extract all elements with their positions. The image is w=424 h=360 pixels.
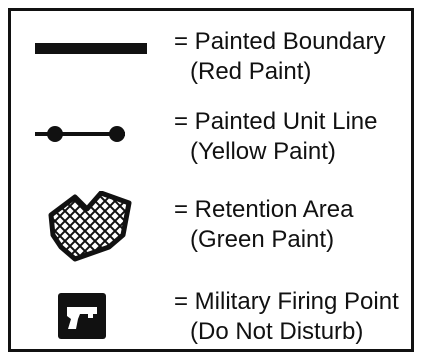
legend-label-line2: (Do Not Disturb) bbox=[190, 318, 364, 345]
legend-label: = Retention Area (Green Paint) bbox=[174, 195, 353, 255]
legend-label-line1: = Retention Area bbox=[174, 196, 354, 223]
legend-label-line2: (Yellow Paint) bbox=[190, 138, 336, 165]
legend-label-line1: = Painted Unit Line bbox=[174, 108, 378, 135]
legend-item-retention-area: = Retention Area (Green Paint) bbox=[11, 191, 411, 271]
thick-solid-line-icon bbox=[35, 43, 147, 54]
legend-label-line2: (Red Paint) bbox=[190, 58, 312, 85]
legend-label: = Painted Unit Line (Yellow Paint) bbox=[174, 107, 377, 167]
crosshatched-polygon-icon bbox=[48, 191, 132, 262]
legend-item-painted-unit-line: = Painted Unit Line (Yellow Paint) bbox=[11, 107, 411, 179]
legend-item-painted-boundary: = Painted Boundary (Red Paint) bbox=[11, 27, 411, 99]
legend-label-line1: = Painted Boundary bbox=[174, 28, 386, 55]
legend-label-line2: (Green Paint) bbox=[190, 226, 335, 253]
legend-label: = Painted Boundary (Red Paint) bbox=[174, 27, 386, 87]
legend-item-military-firing-point: = Military Firing Point (Do Not Disturb) bbox=[11, 281, 411, 351]
map-legend: = Painted Boundary (Red Paint) = Painted… bbox=[8, 8, 414, 352]
gun-icon bbox=[58, 293, 106, 339]
legend-label-line1: = Military Firing Point bbox=[174, 288, 399, 315]
legend-label: = Military Firing Point (Do Not Disturb) bbox=[174, 287, 399, 347]
line-with-dots-icon bbox=[35, 126, 125, 142]
